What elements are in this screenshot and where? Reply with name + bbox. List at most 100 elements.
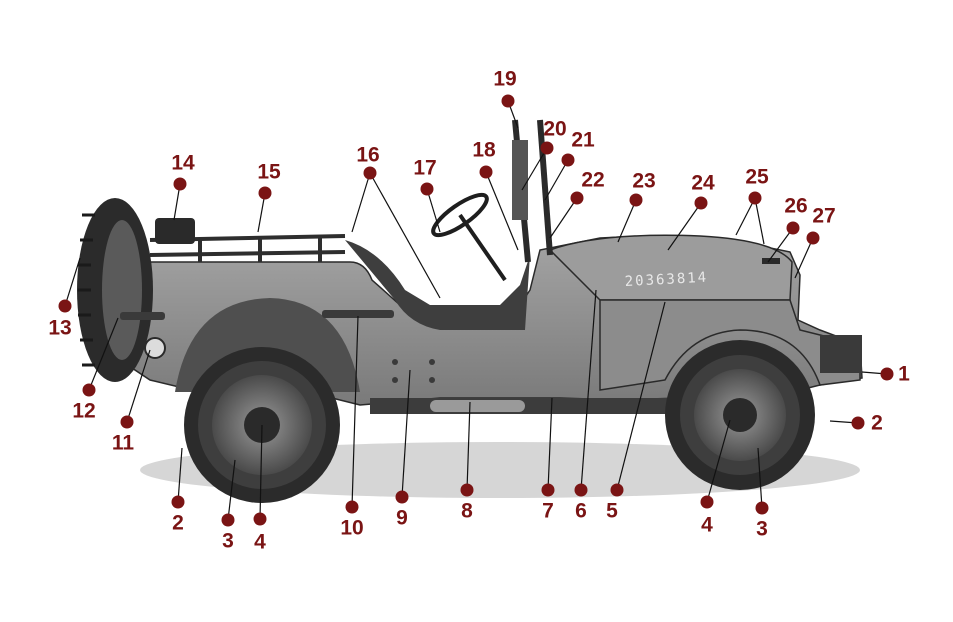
callout-number-c23: 23 (632, 169, 656, 193)
steering-column (458, 213, 507, 282)
windshield-wiper (512, 140, 528, 220)
callout-number-c7: 7 (542, 499, 554, 523)
callout-marker-c17 (420, 182, 434, 196)
callout-number-c12: 12 (72, 399, 96, 423)
leader-line-c24-0 (667, 202, 702, 251)
leader-line-c9-0 (401, 369, 411, 498)
leader-line-c4b-0 (706, 419, 731, 503)
callout-marker-c13 (58, 299, 72, 313)
callout-number-c24: 24 (691, 171, 715, 195)
callout-marker-c15 (258, 186, 272, 200)
tail-light (144, 337, 166, 359)
callout-number-c15: 15 (257, 160, 281, 184)
callout-number-c8: 8 (461, 499, 473, 523)
callout-number-c11: 11 (111, 431, 135, 455)
leader-line-c11-0 (126, 349, 151, 423)
callout-marker-c7 (541, 483, 555, 497)
leader-line-c6-0 (580, 289, 597, 491)
rear-handle (120, 312, 165, 320)
callout-marker-c18 (479, 165, 493, 179)
leader-line-c10-0 (351, 315, 359, 508)
callout-number-c13: 13 (48, 316, 72, 340)
callout-marker-c10 (345, 500, 359, 514)
callout-number-c9: 9 (396, 506, 408, 530)
leader-line-c17-0 (426, 188, 441, 233)
leader-line-c3b-0 (757, 447, 763, 509)
callout-number-c2b: 2 (871, 411, 883, 435)
callout-marker-c27 (806, 231, 820, 245)
callout-marker-c2a (171, 495, 185, 509)
callout-number-c16: 16 (356, 143, 380, 167)
callout-marker-c12 (82, 383, 96, 397)
callout-marker-c1 (880, 367, 894, 381)
callout-marker-c6 (574, 483, 588, 497)
leader-line-c8-0 (466, 401, 471, 491)
leader-lines (64, 100, 888, 521)
callout-marker-c16 (363, 166, 377, 180)
leader-line-c3a-0 (227, 459, 236, 521)
callout-marker-c22 (570, 191, 584, 205)
leader-line-c7-0 (547, 397, 553, 491)
side-handle (322, 310, 394, 318)
callout-number-c20: 20 (543, 117, 567, 141)
callout-number-c26: 26 (784, 194, 808, 218)
leader-line-c16-0 (351, 172, 371, 233)
callout-number-c4a: 4 (254, 530, 266, 554)
leader-line-c2a-0 (177, 447, 183, 503)
leader-line-c22-0 (549, 197, 578, 239)
leader-line-c27-0 (794, 237, 814, 279)
callout-number-c19: 19 (493, 67, 517, 91)
callout-number-c3a: 3 (222, 529, 234, 553)
callout-marker-c3b (755, 501, 769, 515)
front-fender (599, 299, 861, 391)
callout-marker-c14 (173, 177, 187, 191)
leader-line-c13-0 (64, 257, 81, 307)
leader-line-c18-0 (485, 171, 519, 251)
callout-number-c6: 6 (575, 499, 587, 523)
leader-line-c25-0 (735, 197, 756, 236)
rear-blackout-light (155, 218, 195, 244)
leader-line-c15-0 (257, 192, 266, 233)
vehicle-illustration: 20363814 (77, 119, 863, 503)
callout-number-c2a: 2 (172, 511, 184, 535)
body-bolts (392, 359, 435, 383)
callout-number-c5: 5 (606, 499, 618, 523)
front-bumper (820, 335, 862, 373)
callout-number-c17: 17 (413, 156, 437, 180)
leader-line-c16-1 (369, 172, 441, 299)
callout-number-c10: 10 (340, 516, 364, 540)
callout-marker-c11 (120, 415, 134, 429)
callout-marker-c20 (540, 141, 554, 155)
callout-number-c25: 25 (745, 165, 769, 189)
callout-marker-c9 (395, 490, 409, 504)
callout-marker-c19 (501, 94, 515, 108)
hood-serial-text: 20363814 (624, 270, 708, 290)
callout-marker-c3a (221, 513, 235, 527)
callout-marker-c4a (253, 512, 267, 526)
hood (548, 234, 793, 301)
callout-number-c1: 1 (898, 362, 910, 386)
callout-number-c3b: 3 (756, 517, 768, 541)
callout-number-c4b: 4 (701, 513, 713, 537)
callout-marker-c26 (786, 221, 800, 235)
callout-marker-c8 (460, 483, 474, 497)
cockpit-opening (345, 240, 530, 330)
leader-line-c4a-0 (259, 424, 263, 520)
callout-marker-c5 (610, 483, 624, 497)
callout-number-c27: 27 (812, 204, 836, 228)
leader-line-c12-0 (88, 317, 119, 391)
leader-line-c21-0 (544, 159, 569, 201)
callout-marker-c2b (851, 416, 865, 430)
callout-marker-c4b (700, 495, 714, 509)
callout-marker-c25 (748, 191, 762, 205)
hood-latch (762, 258, 780, 264)
leader-line-c26-0 (767, 227, 794, 263)
muffler (430, 400, 525, 412)
callout-marker-c21 (561, 153, 575, 167)
front-wheel (665, 340, 815, 490)
callout-marker-c24 (694, 196, 708, 210)
leader-line-c20-0 (521, 147, 548, 191)
leader-line-c25-1 (754, 197, 765, 245)
